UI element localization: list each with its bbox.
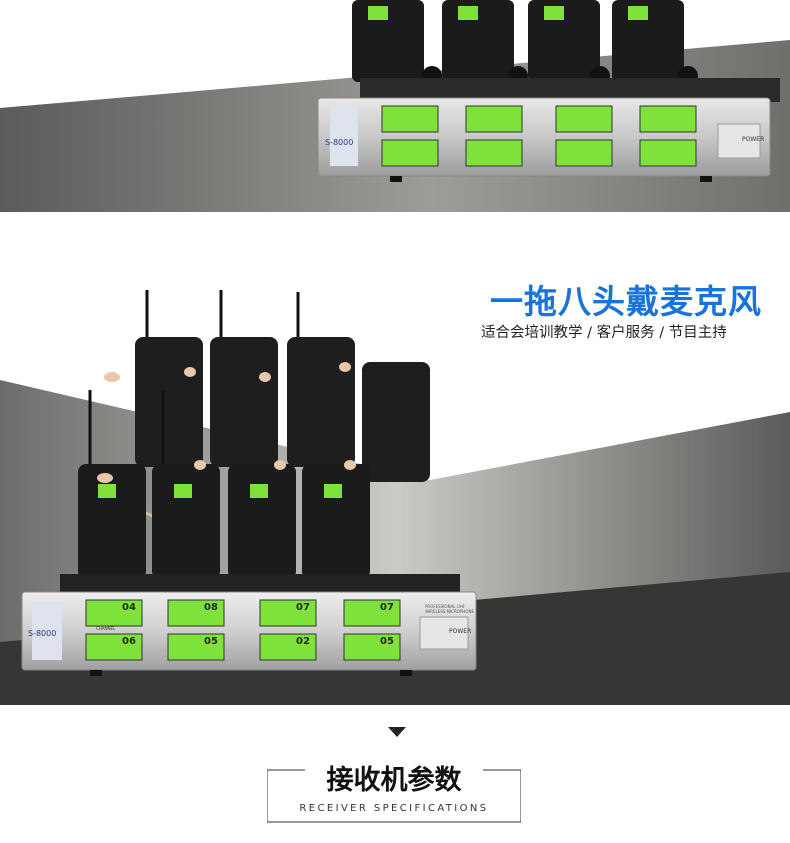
lcd-number-3: 07 (296, 602, 310, 613)
receiver-bottom (21, 574, 477, 676)
spec-heading-box: 接收机参数 RECEIVER SPECIFICATIONS (267, 758, 521, 823)
receiver-power-label: POWER (742, 136, 765, 143)
antennas (88, 290, 300, 464)
bodypack-row-front (78, 464, 370, 579)
headset-product-photo (0, 212, 790, 705)
lcd-number-7: 02 (296, 636, 310, 647)
lcd-number-6: 05 (204, 636, 218, 647)
receiver-top (317, 78, 780, 182)
lcd-number-8: 05 (380, 636, 394, 647)
hero-title: 一拖八头戴麦克风 (490, 282, 762, 321)
spec-frame (267, 769, 521, 823)
headset-product-illustration (0, 290, 790, 705)
top-product-photo (0, 0, 790, 212)
lcd-number-4: 07 (380, 602, 394, 613)
spec-subtitle: RECEIVER SPECIFICATIONS (299, 803, 489, 814)
bodypack-row-back (135, 337, 430, 482)
bodypack-row-top (352, 0, 698, 86)
lcd-number-2: 08 (204, 602, 218, 613)
top-product-illustration (0, 0, 790, 212)
down-triangle-icon (388, 727, 406, 737)
receiver-power-label-bottom: POWER (449, 628, 472, 635)
lcd-number-1: 04 (122, 602, 136, 613)
receiver-panel-label: PROFESSIONAL UHF WIRELESS MICROPHONE (425, 604, 474, 614)
receiver-model-label: S-8000 (325, 138, 354, 147)
headset-mic-heads (97, 362, 356, 483)
receiver-model-label-bottom: S-8000 (28, 629, 57, 638)
lcd-number-5: 06 (122, 636, 136, 647)
receiver-channel-label: CHANNEL (96, 626, 116, 631)
spec-title: 接收机参数 (326, 765, 462, 796)
hero-subtitle: 适合会培训教学 / 客户服务 / 节目主持 (481, 325, 727, 341)
